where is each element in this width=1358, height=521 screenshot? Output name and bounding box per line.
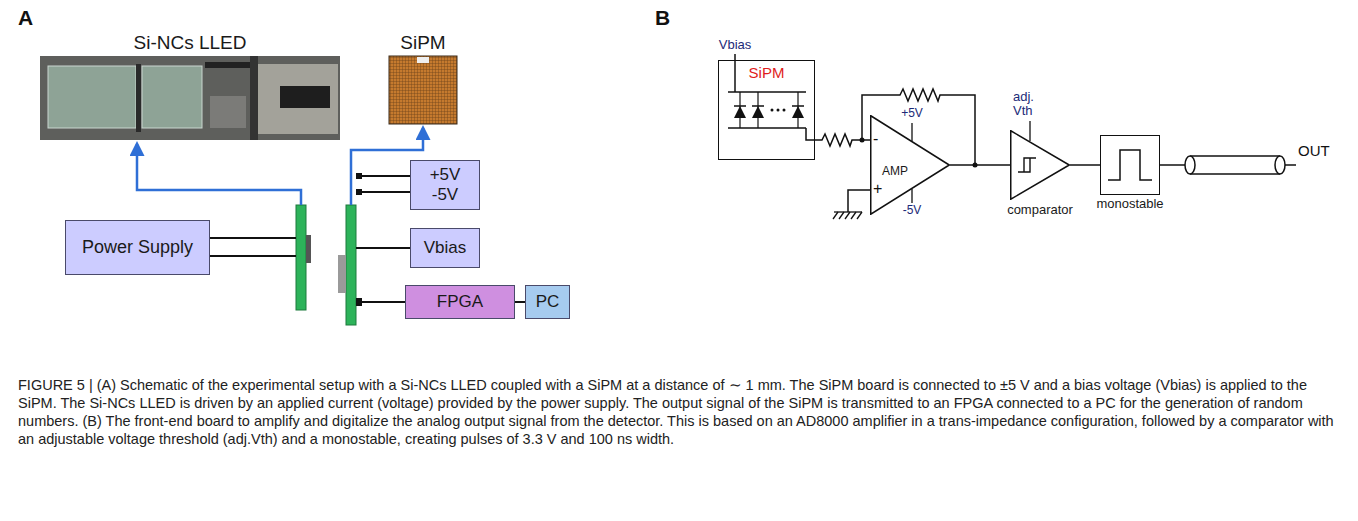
ellipsis-dot (783, 109, 786, 112)
supply-label: -5V (903, 204, 922, 218)
node-text: SiPM (400, 32, 445, 54)
node-text: monostable (1096, 197, 1163, 212)
board-component (338, 255, 346, 293)
supply-label: Vbias (719, 38, 752, 53)
diode-symbol (734, 92, 746, 128)
monostable-box: monostable (1100, 135, 1160, 195)
pcb-board (346, 205, 356, 325)
node-text: FPGA (437, 292, 483, 312)
cable-symbol (1190, 155, 1280, 157)
junction-dot (860, 138, 865, 143)
lled-photo (40, 56, 340, 140)
sipm-tag (417, 57, 429, 63)
triangle-outline (1010, 130, 1070, 200)
pc-box: PC (525, 285, 570, 319)
node-text: Power Supply (82, 237, 193, 258)
wire (356, 247, 410, 249)
node-text: AMP (882, 165, 908, 179)
amplifier-triangle: AMP (870, 115, 950, 215)
resistor-ground (820, 131, 854, 149)
node-text: Si-NCs LLED (134, 32, 247, 54)
node-text: Vbias (424, 238, 467, 258)
threshold-label: adj. Vth (1013, 90, 1034, 118)
lled-pad (142, 66, 202, 128)
diode-symbol (752, 92, 764, 128)
feedback-wire (862, 95, 975, 165)
board-connector (306, 235, 311, 263)
wire (210, 255, 296, 257)
fpga-box: FPGA (405, 285, 515, 319)
signal-wire (515, 301, 525, 303)
node-text: +5V -5V (430, 165, 461, 204)
hysteresis-symbol (1018, 158, 1036, 172)
wire (362, 175, 410, 177)
ellipsis-dot (777, 109, 780, 112)
cable-end (1185, 156, 1195, 174)
lled-metal (258, 64, 338, 134)
resistor-symbol (820, 134, 854, 146)
resistor-symbol (898, 89, 942, 101)
ground-symbol (833, 212, 862, 219)
triangle-outline (871, 116, 950, 215)
input-sign: - (873, 130, 878, 148)
node-text: comparator (1007, 203, 1073, 218)
pcb-board (296, 205, 306, 310)
resistor-ground (898, 86, 942, 104)
diode-symbol (792, 92, 804, 128)
pulse-symbol (1108, 150, 1152, 180)
triangle-outline (1011, 131, 1070, 200)
supply-box: Vbias (410, 228, 480, 268)
output-label: OUT (1298, 142, 1330, 159)
comparator-triangle: comparator (1010, 130, 1070, 200)
cable-end (1275, 156, 1285, 174)
supply-box: +5V -5V (410, 160, 480, 210)
lled-trace (136, 64, 141, 132)
wire (848, 190, 870, 212)
supply-wire (911, 189, 912, 203)
wire (210, 237, 296, 239)
supply-wire (911, 123, 912, 141)
wire (806, 128, 815, 140)
figure-caption: FIGURE 5 | (A) Schematic of the experime… (18, 376, 1340, 448)
signal-wire (1070, 164, 1100, 166)
photo-panel: Si-NCs LLED (40, 56, 340, 140)
lled-trace (250, 56, 258, 140)
board-pin (356, 173, 362, 179)
panel-letter: A (18, 6, 33, 30)
supply-label: +5V (901, 107, 923, 121)
cable-symbol (1190, 173, 1280, 175)
wire (362, 191, 410, 193)
board-pin (356, 298, 362, 306)
wire (362, 301, 405, 303)
lled-trace (205, 62, 250, 68)
wire (1160, 164, 1185, 166)
instrument-box: Power Supply (65, 220, 210, 275)
input-sign: + (873, 180, 882, 198)
lled-region (210, 96, 246, 128)
ellipsis-dot (771, 109, 774, 112)
lled-contact (280, 86, 330, 108)
detector-box: SiPM (718, 60, 815, 160)
connector-layer (515, 140, 1100, 302)
junction-dot (973, 163, 978, 168)
threshold-wire (1029, 121, 1030, 141)
panel-letter: B (655, 6, 670, 30)
node-text: SiPM (719, 61, 814, 81)
wire (1285, 164, 1296, 166)
sipm-photo (389, 56, 457, 124)
node-text: PC (536, 292, 560, 312)
lled-pad (48, 66, 136, 128)
board-pin (356, 189, 362, 195)
coupling-arrow (137, 144, 301, 205)
photo-panel: SiPM (389, 56, 457, 124)
signal-wire (950, 164, 1010, 166)
